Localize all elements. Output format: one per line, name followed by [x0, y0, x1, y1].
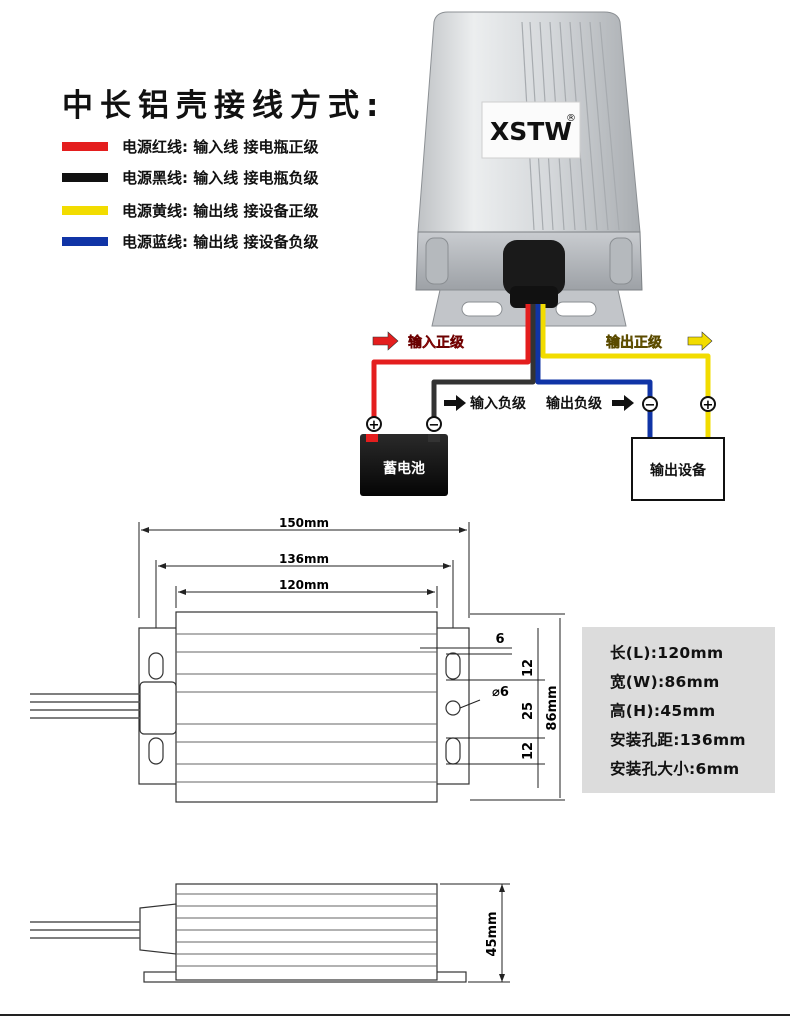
legend-label-red: 电源红线: 输入线 接电瓶正级	[122, 137, 319, 156]
legend-item-black: 电源黑线: 输入线 接电瓶负级	[62, 166, 318, 188]
legend-swatch-red	[62, 141, 108, 151]
dimension-drawing-top-view: 150mm 136mm 120mm	[30, 516, 565, 803]
legend-label-blue: 电源蓝线: 输出线 接设备负级	[122, 232, 319, 251]
converter-fins-side	[176, 893, 437, 967]
label-input-negative: 输入负级	[470, 395, 527, 412]
legend-label-yellow: 电源黄线: 输出线 接设备正级	[122, 201, 319, 220]
battery-label: 蓄电池	[383, 460, 425, 477]
legend-item-yellow: 电源黄线: 输出线 接设备正级	[62, 199, 318, 221]
dim-slot-height-bottom: 12	[521, 742, 536, 760]
legend-item-red: 电源红线: 输入线 接电瓶正级	[62, 135, 318, 157]
output-cables-top	[30, 693, 140, 719]
wires	[371, 304, 711, 440]
legend-label-black: 电源黑线: 输入线 接电瓶负级	[122, 168, 319, 187]
converter-outline-side	[139, 883, 467, 983]
battery-plus-symbol: +	[369, 418, 380, 433]
output-device-label: 输出设备	[650, 462, 707, 479]
converter-fins-top	[176, 633, 437, 783]
label-output-positive: 输出正级	[606, 334, 663, 351]
legend-swatch-yellow	[62, 205, 108, 215]
brand-registered-mark: ®	[566, 113, 576, 124]
legend-item-blue: 电源蓝线: 输出线 接设备负级	[62, 230, 318, 252]
dim-slot-width: 6	[495, 632, 504, 647]
output-device-box	[631, 437, 725, 501]
device-plus-symbol: +	[703, 398, 714, 413]
spec-panel: 长(L):120mm 宽(W):86mm 高(H):45mm 安装孔距:136m…	[582, 627, 775, 793]
battery-minus-symbol: −	[429, 418, 440, 433]
spec-length: 长(L):120mm	[610, 644, 724, 662]
brand-logo: XSTW	[490, 117, 572, 146]
wiring-diagram: XSTW ® 输入正级 输出正级 输入负级 输出负级 + + − − 蓄电池 输…	[360, 11, 725, 501]
dim-width: 86mm	[545, 685, 560, 730]
minus-icon	[426, 396, 658, 432]
label-input-positive: 输入正级	[408, 334, 465, 351]
spec-width: 宽(W):86mm	[610, 673, 720, 691]
legend-swatch-black	[62, 172, 108, 182]
label-output-negative: 输出负级	[546, 395, 603, 412]
converter-product-image	[415, 11, 643, 327]
bottom-divider	[0, 1014, 790, 1016]
converter-outline-top	[138, 611, 470, 803]
dim-slot-height-top: 12	[521, 659, 536, 677]
legend-swatch-blue	[62, 236, 108, 246]
battery-icon	[360, 434, 448, 496]
dimension-drawing-side-view: 45mm	[30, 883, 510, 983]
spec-height: 高(H):45mm	[610, 702, 716, 720]
red-wire	[371, 304, 531, 420]
black-wire	[431, 304, 536, 420]
plus-icon	[366, 396, 716, 432]
dim-body-length: 120mm	[279, 578, 329, 592]
arrow-icon	[372, 331, 713, 411]
dim-height: 45mm	[485, 911, 500, 956]
dim-hole-spacing: 136mm	[279, 552, 329, 566]
dim-hole-diameter: ⌀6	[492, 685, 509, 700]
output-cables-side	[30, 921, 140, 939]
spec-hole-size: 安装孔大小:6mm	[610, 760, 740, 778]
dim-hole-gap: 25	[521, 702, 536, 720]
spec-hole-spacing: 安装孔距:136mm	[610, 731, 746, 749]
dim-overall-length: 150mm	[279, 516, 329, 530]
device-minus-symbol: −	[645, 398, 656, 413]
page-title: 中长铝壳接线方式:	[62, 88, 386, 124]
